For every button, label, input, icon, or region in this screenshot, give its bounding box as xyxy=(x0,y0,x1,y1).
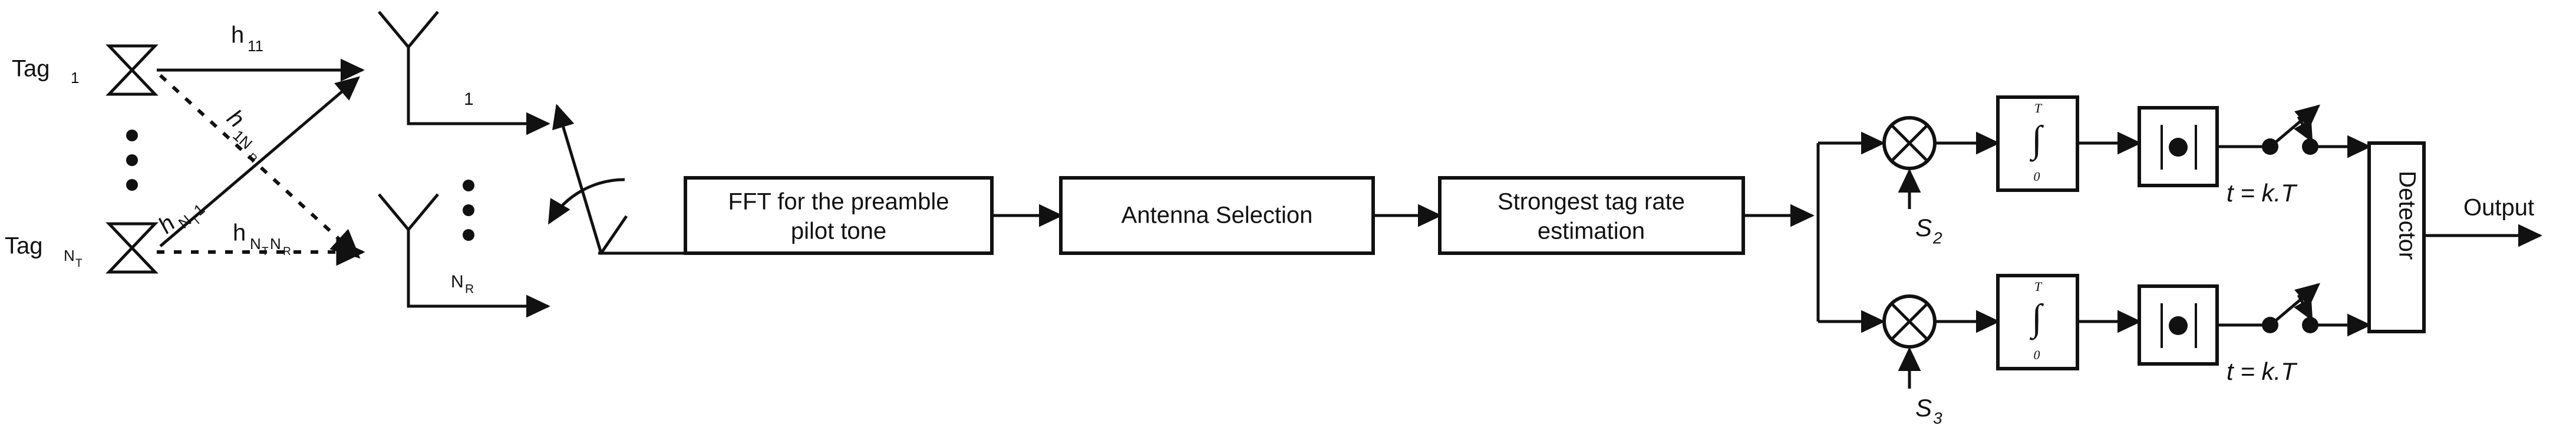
detector-block[interactable] xyxy=(2367,141,2426,333)
svg-text:0: 0 xyxy=(2034,169,2040,184)
svg-text:2: 2 xyxy=(1932,228,1942,247)
tag1-label: Tag xyxy=(12,56,50,82)
svg-text:T: T xyxy=(2034,279,2043,294)
svg-text:0: 0 xyxy=(2034,347,2040,362)
tagNt-label: Tag xyxy=(5,233,43,259)
svg-text:∫: ∫ xyxy=(2029,297,2044,341)
svg-text:Detector: Detector xyxy=(2394,171,2420,260)
svg-text:11: 11 xyxy=(248,37,263,55)
integrator-upper xyxy=(1996,95,2079,192)
svg-text:R: R xyxy=(283,246,291,258)
channel-hNT1-label: h N T 1 xyxy=(153,200,208,238)
rx-vertical-dots-icon xyxy=(463,180,474,241)
channel-hNTNR-label: h N T N R xyxy=(233,220,291,258)
rx-feed-lines xyxy=(408,112,550,318)
mixer-lower-icon xyxy=(1882,294,1937,349)
local-signal-s3-label: S 3 xyxy=(1915,394,1942,427)
rxNR-sublabel: R xyxy=(465,283,474,296)
block-rate-estimation-line1: Strongest tag rate xyxy=(1498,189,1685,215)
integrator-lower xyxy=(1996,274,2079,370)
svg-text:h: h xyxy=(231,22,244,48)
rx1-antenna-icon xyxy=(378,11,495,125)
output-label: Output xyxy=(2463,195,2534,221)
tag-vertical-dots-icon xyxy=(126,130,138,191)
svg-text:S: S xyxy=(1915,214,1932,241)
rxNR-antenna-icon xyxy=(378,193,495,308)
svg-text:N: N xyxy=(270,235,281,253)
local-signal-s2-label: S 2 xyxy=(1915,214,1942,247)
block-rate-estimation-line2: estimation xyxy=(1538,218,1645,244)
sampler-upper-label: t = k.T xyxy=(2227,179,2298,207)
svg-text:T: T xyxy=(2034,101,2043,115)
svg-text:3: 3 xyxy=(1933,409,1942,427)
tagNt-antenna-icon xyxy=(105,222,159,274)
sampler-switch-lower-icon[interactable] xyxy=(2262,283,2320,333)
integrator-lower-glyphs: T ∫ 0 xyxy=(2029,279,2044,362)
magnitude-lower-glyph xyxy=(2161,303,2197,348)
branch-splitter xyxy=(1743,131,1885,333)
svg-text:N: N xyxy=(250,235,261,253)
block-fft-line2: pilot tone xyxy=(791,218,886,244)
channel-h1NR-line xyxy=(159,74,361,259)
detector-label: Detector xyxy=(2394,171,2420,260)
sampler-lower-label: t = k.T xyxy=(2227,357,2298,385)
tagNt-subscript-T: T xyxy=(75,257,83,270)
svg-text:∫: ∫ xyxy=(2029,118,2044,163)
tag1-subscript: 1 xyxy=(71,69,79,87)
rx1-label: 1 xyxy=(464,90,474,109)
channel-h11-label: h 11 xyxy=(231,22,263,55)
svg-text:h: h xyxy=(222,105,249,133)
svg-text:T: T xyxy=(262,246,269,258)
svg-text:h: h xyxy=(233,220,246,246)
block-fft-line1: FFT for the preamble xyxy=(728,189,949,215)
rxNR-label: N xyxy=(451,272,464,291)
block-rate-estimation[interactable] xyxy=(1438,176,1745,255)
tagNt-subscript-N: N xyxy=(64,247,75,264)
svg-text:S: S xyxy=(1915,394,1932,422)
tag1-antenna-icon xyxy=(105,44,159,96)
channel-hNT1-line xyxy=(159,76,360,247)
integrator-upper-glyphs: T ∫ 0 xyxy=(2029,101,2044,184)
block-antenna-selection[interactable] xyxy=(1059,176,1375,255)
mixer-upper-icon xyxy=(1882,116,1937,170)
block-antenna-selection-label: Antenna Selection xyxy=(1122,203,1313,228)
magnitude-upper-glyph xyxy=(2161,125,2197,170)
antenna-selection-switch-icon[interactable] xyxy=(547,104,685,255)
sampler-switch-upper-icon[interactable] xyxy=(2262,104,2320,155)
